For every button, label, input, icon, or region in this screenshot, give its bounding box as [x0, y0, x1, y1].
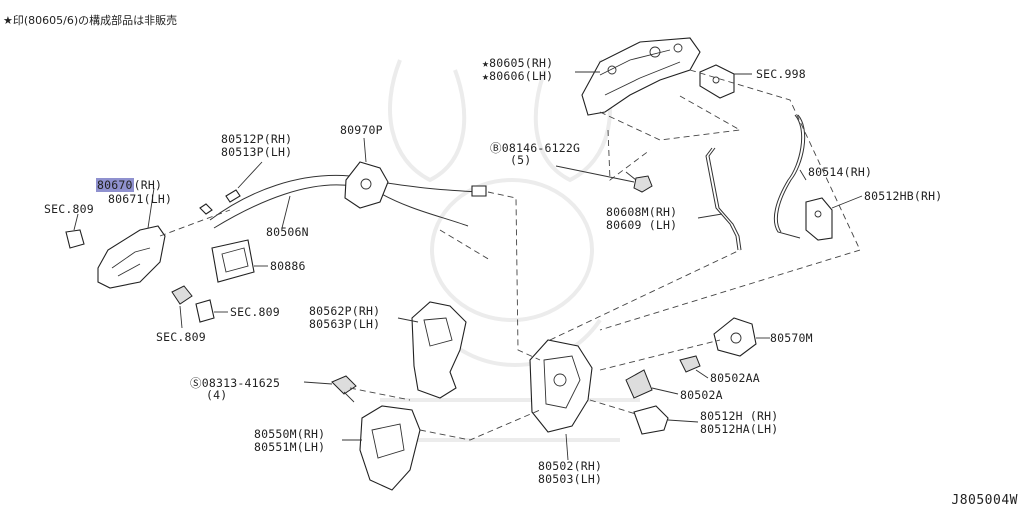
- label-80503: 80503(LH): [538, 472, 603, 486]
- screw-80502a-part: [625, 369, 653, 399]
- label-sec809-a: SEC.809: [44, 202, 94, 216]
- label-80563p: 80563P(LH): [309, 317, 381, 331]
- rod-80514: [773, 114, 803, 239]
- label-80502a: 80502A: [680, 388, 723, 402]
- label-80606: ★80606(LH): [482, 69, 554, 83]
- label-80514: 80514(RH): [808, 165, 873, 179]
- label-80609: 80609 (LH): [606, 218, 678, 232]
- bracket-80970p-part: [344, 161, 389, 209]
- label-80605: ★80605(RH): [482, 56, 554, 70]
- phantom-lines: [159, 69, 861, 441]
- label-80506n: 80506N: [266, 225, 309, 239]
- label-80512p: 80512P(RH): [221, 132, 293, 146]
- label-80512ha: 80512HA(LH): [700, 422, 779, 436]
- label-80886: 80886: [270, 259, 306, 273]
- label-80551m: 80551M(LH): [254, 440, 326, 454]
- door-lock-80502-part: [529, 339, 593, 433]
- clip-80512hb-part: [805, 197, 833, 241]
- label-sec809-c: SEC.809: [156, 330, 206, 344]
- label-sec809-b: SEC.809: [230, 305, 280, 319]
- label-80970p: 80970P: [340, 123, 383, 137]
- label-08313: Ⓢ08313-41625: [190, 376, 281, 390]
- outside-handle-part: [581, 37, 701, 116]
- label-80608m: 80608M(RH): [606, 205, 678, 219]
- sec809-screw-part: [171, 285, 215, 323]
- escutcheon-80886-part: [211, 239, 255, 283]
- screw-08146-part: [625, 171, 653, 193]
- label-08313-qty: (4): [206, 388, 228, 402]
- label-80512h: 80512H (RH): [700, 409, 779, 423]
- label-80550m: 80550M(RH): [254, 427, 326, 441]
- label-80570m: 80570M: [770, 331, 813, 345]
- label-80502: 80502(RH): [538, 459, 603, 473]
- rod-80608m: [705, 147, 739, 251]
- part-80570m: [713, 317, 757, 357]
- inside-handle-part: [65, 225, 166, 289]
- diagram-code: J805004W: [951, 493, 1018, 508]
- header-note: ★印(80605/6)の構成部品は非販売: [3, 14, 178, 27]
- leader-lines: [73, 71, 863, 461]
- label-80513p: 80513P(LH): [221, 145, 293, 159]
- label-80512hb: 80512HB(RH): [864, 189, 943, 203]
- bolt-08313-part: [331, 375, 357, 403]
- label-80671: 80671(LH): [108, 192, 173, 206]
- screw-80502aa-part: [679, 355, 701, 373]
- label-08146: Ⓑ08146-6122G: [490, 141, 581, 155]
- label-80670: 80670(RH): [96, 178, 163, 192]
- highlight-80670[interactable]: 80670: [96, 178, 134, 192]
- bracket-80562p-part: [411, 301, 467, 399]
- actuator-80550m-part: [359, 405, 421, 491]
- sec998-bracket-part: [699, 64, 735, 99]
- label-08146-qty: (5): [510, 153, 532, 167]
- label-sec998: SEC.998: [756, 67, 806, 81]
- label-80562p: 80562P(RH): [309, 304, 381, 318]
- cable-80506n: [199, 174, 487, 229]
- clip-80512h-part: [633, 405, 669, 435]
- label-80502aa: 80502AA: [710, 371, 760, 385]
